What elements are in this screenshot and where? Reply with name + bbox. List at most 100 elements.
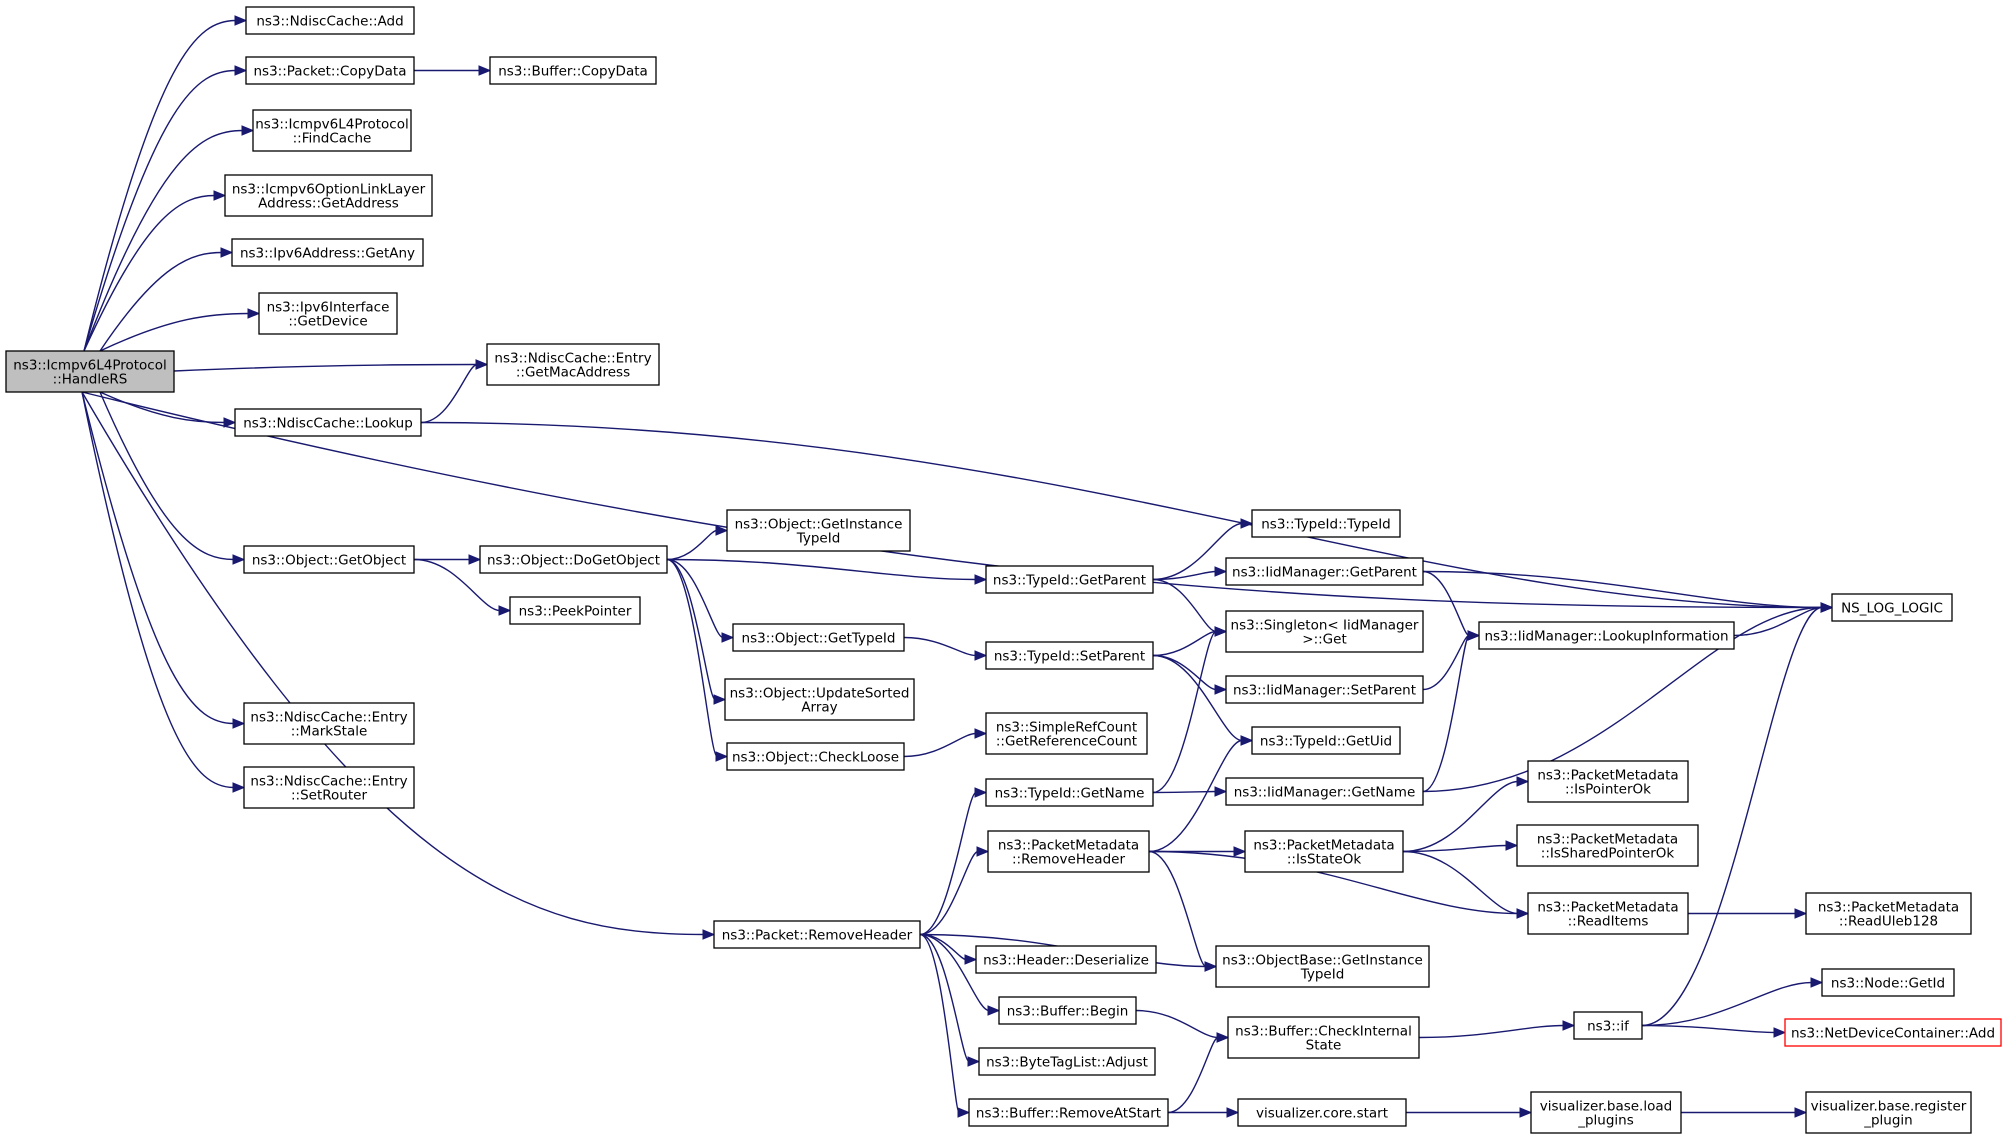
edge-root-to-lookup (99, 391, 237, 428)
node-singleton-get[interactable]: ns3::Singleton< IidManager>::Get (1225, 610, 1424, 653)
node-pm-removeheader[interactable]: ns3::PacketMetadata::RemoveHeader (987, 830, 1150, 873)
node-pkt-removeheader[interactable]: ns3::Packet::RemoveHeader (713, 920, 921, 949)
edge-line (1422, 606, 1823, 793)
node-peekpointer[interactable]: ns3::PeekPointer (509, 596, 641, 625)
node-getrefcount[interactable]: ns3::SimpleRefCount::GetReferenceCount (985, 712, 1148, 755)
edge-getobject-to-dogetobject (413, 554, 482, 565)
edge-line (1422, 570, 1470, 637)
node-pkt-copy[interactable]: ns3::Packet::CopyData (245, 56, 415, 85)
node-pm-issharedpointerok[interactable]: ns3::PacketMetadata::IsSharedPointerOk (1516, 824, 1699, 867)
node-box (224, 174, 433, 217)
node-typeid-typeid[interactable]: ns3::TypeId::TypeId (1251, 509, 1401, 538)
node-box (1237, 1098, 1407, 1127)
node-label-line: NS_LOG_LOGIC (1841, 601, 1943, 617)
node-box (489, 56, 657, 85)
node-label-line: ns3::ObjectBase::GetInstance (1222, 953, 1423, 969)
arrowhead-icon (234, 15, 248, 26)
node-iid-lookupinfo[interactable]: ns3::IidManager::LookupInformation (1478, 621, 1735, 650)
node-nslog[interactable]: NS_LOG_LOGIC (1831, 593, 1953, 622)
node-ns3-if[interactable]: ns3::if (1573, 1011, 1643, 1040)
edge-line (1418, 1024, 1565, 1039)
node-viz-register-plugin[interactable]: visualizer.base.register_plugin (1805, 1091, 1972, 1134)
arrowhead-icon (964, 954, 978, 965)
node-typeid-getuid[interactable]: ns3::TypeId::GetUid (1251, 726, 1401, 755)
node-dogetobject[interactable]: ns3::Object::DoGetObject (479, 545, 668, 574)
node-buf-copy[interactable]: ns3::Buffer::CopyData (489, 56, 657, 85)
node-pm-isstateok[interactable]: ns3::PacketMetadata::IsStateOk (1244, 830, 1404, 873)
node-checkloose[interactable]: ns3::Object::CheckLoose (726, 742, 905, 771)
node-pm-readuleb[interactable]: ns3::PacketMetadata::ReadUleb128 (1805, 892, 1972, 935)
node-obj-gettypeid[interactable]: ns3::Object::GetTypeId (732, 623, 905, 652)
edge-pm-isstateok-to-pm-issharedpointerok (1402, 840, 1519, 853)
node-iid-getparent[interactable]: ns3::IidManager::GetParent (1225, 557, 1424, 586)
node-pm-ispointerok[interactable]: ns3::PacketMetadata::IsPointerOk (1527, 760, 1689, 803)
node-viz-load-plugins[interactable]: visualizer.base.load_plugins (1530, 1091, 1682, 1134)
node-getany[interactable]: ns3::Ipv6Address::GetAny (231, 238, 424, 267)
arrowhead-icon (498, 605, 512, 616)
node-box (975, 945, 1157, 974)
node-box (1251, 726, 1401, 755)
node-label-line: ns3::Singleton< IidManager (1231, 618, 1419, 634)
edge-dogetobject-to-updatesorted (666, 558, 727, 705)
node-typeid-getname[interactable]: ns3::TypeId::GetName (985, 778, 1154, 807)
node-typeid-getparent[interactable]: ns3::TypeId::GetParent (985, 565, 1154, 594)
node-optlink[interactable]: ns3::Icmpv6OptionLinkLayerAddress::GetAd… (224, 174, 433, 217)
node-box (726, 509, 911, 552)
node-label-line: ns3::TypeId::GetUid (1260, 734, 1392, 750)
node-label-line: ns3::PacketMetadata (1818, 900, 1959, 916)
node-findcache[interactable]: ns3::Icmpv6L4Protocol::FindCache (252, 109, 412, 152)
node-iid-setparent[interactable]: ns3::IidManager::SetParent (1225, 675, 1424, 704)
node-viz-core-start[interactable]: visualizer.core.start (1237, 1098, 1407, 1127)
node-pm-readitems[interactable]: ns3::PacketMetadata::ReadItems (1527, 892, 1689, 935)
node-ndc-add[interactable]: ns3::NetDeviceContainer::Add (1784, 1018, 2002, 1047)
edge-layer (81, 15, 1834, 1118)
edge-line (666, 558, 716, 701)
node-ndisc-add[interactable]: ns3::NdiscCache::Add (245, 6, 415, 35)
node-box (1527, 760, 1689, 803)
edge-pkt-removeheader-to-bytetag-adjust (919, 933, 981, 1067)
edge-buf-checkinternal-to-ns3-if (1418, 1020, 1576, 1039)
edge-pm-removeheader-to-objbase-getinstance (1148, 850, 1218, 972)
node-label-line: ns3::Object::DoGetObject (487, 553, 660, 569)
node-box (998, 996, 1137, 1025)
node-getmac[interactable]: ns3::NdiscCache::Entry::GetMacAddress (486, 343, 660, 386)
node-buf-removeatstart[interactable]: ns3::Buffer::RemoveAtStart (968, 1098, 1169, 1127)
node-box (234, 408, 422, 437)
node-typeid-setparent[interactable]: ns3::TypeId::SetParent (985, 641, 1154, 670)
arrowhead-icon (1214, 566, 1228, 577)
node-markstale[interactable]: ns3::NdiscCache::Entry::MarkStale (243, 702, 415, 745)
node-label-line: ns3::Buffer::CopyData (498, 64, 648, 80)
node-box (1225, 675, 1424, 704)
edge-line (1733, 606, 1823, 637)
node-buf-begin[interactable]: ns3::Buffer::Begin (998, 996, 1137, 1025)
node-box (968, 1098, 1169, 1127)
node-lookup[interactable]: ns3::NdiscCache::Lookup (234, 408, 422, 437)
edge-line (420, 363, 478, 424)
edge-line (1152, 654, 1243, 742)
edge-line (1422, 634, 1470, 691)
node-label-line: ::RemoveHeader (1012, 852, 1125, 868)
edge-line (1422, 634, 1470, 793)
node-root[interactable]: ns3::Icmpv6L4Protocol::HandleRS (5, 350, 175, 393)
node-label-line: ns3::Ipv6Interface (267, 300, 390, 316)
node-box (732, 623, 905, 652)
node-iid-getname[interactable]: ns3::IidManager::GetName (1225, 777, 1424, 806)
node-header-deserialize[interactable]: ns3::Header::Deserialize (975, 945, 1157, 974)
node-setrouter[interactable]: ns3::NdiscCache::Entry::SetRouter (243, 766, 415, 809)
node-box (1573, 1011, 1643, 1040)
node-getobject[interactable]: ns3::Object::GetObject (243, 545, 415, 574)
node-bytetag-adjust[interactable]: ns3::ByteTagList::Adjust (978, 1047, 1156, 1076)
node-node-getid[interactable]: ns3::Node::GetId (1821, 968, 1955, 997)
edge-line (1152, 522, 1243, 581)
node-getdevice[interactable]: ns3::Ipv6Interface::GetDevice (258, 292, 398, 335)
arrowhead-icon (1519, 1107, 1533, 1118)
arrowhead-icon (247, 308, 261, 319)
node-label-line: ns3::PacketMetadata (1253, 838, 1394, 854)
node-label-line: ns3::PeekPointer (519, 604, 632, 620)
arrowhead-icon (1240, 735, 1254, 746)
arrowhead-icon (1233, 846, 1247, 857)
